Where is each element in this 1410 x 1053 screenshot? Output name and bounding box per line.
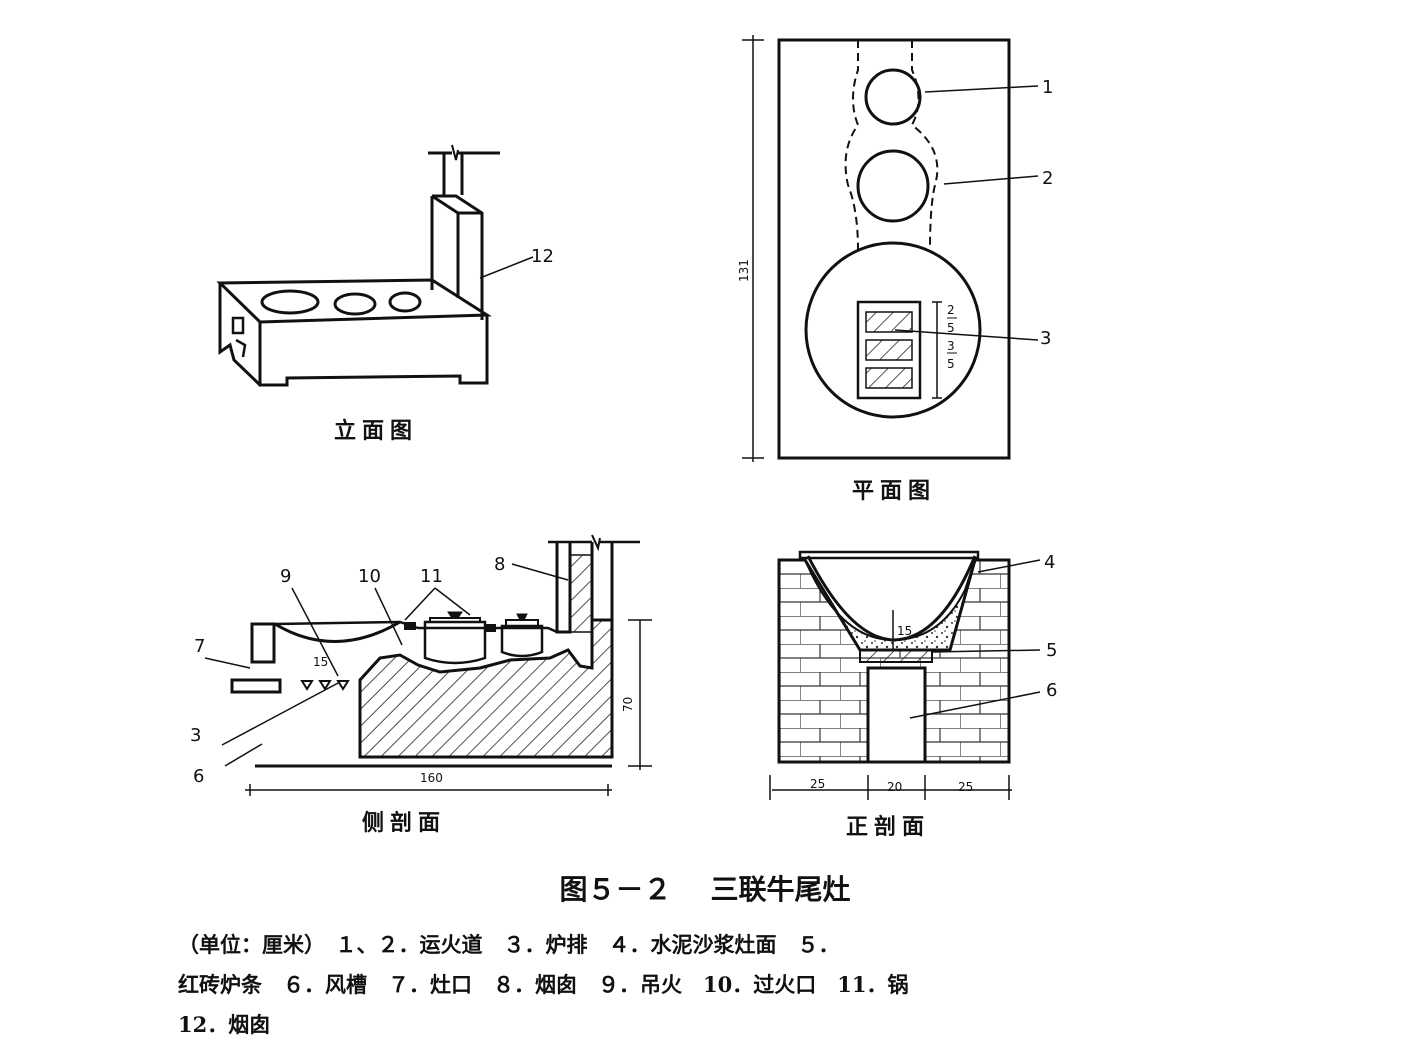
label-2: 2 [1042, 168, 1053, 189]
label-12: 12 [531, 246, 554, 267]
dim-side-length: 160 [420, 771, 443, 785]
dim-front-mid: 20 [887, 780, 902, 794]
figure-number: 图５－２ [559, 873, 672, 906]
dim-side-height: 70 [621, 697, 635, 712]
figure-caption: 图５－２ 三联牛尾灶 [0, 868, 1410, 908]
label-10: 10 [358, 566, 381, 587]
plan-view [742, 35, 1039, 462]
label-7: 7 [194, 636, 205, 657]
notes-line-3: 12．烟囱 [178, 1012, 271, 1037]
side-section-title: 侧剖面 [362, 810, 446, 836]
dim-front-left: 25 [810, 777, 825, 791]
label-6-front: 6 [1046, 680, 1057, 701]
dim-grate-b: 5 [947, 321, 955, 335]
label-3-side: 3 [190, 725, 201, 746]
label-3-plan: 3 [1040, 328, 1051, 349]
label-1: 1 [1042, 77, 1053, 98]
label-8: 8 [494, 554, 505, 575]
label-5: 5 [1046, 640, 1057, 661]
elevation-view [216, 144, 534, 387]
figure-title: 三联牛尾灶 [710, 873, 851, 906]
dim-side-drop: 15 [313, 655, 328, 669]
figure-notes: （单位：厘米） １、２．运火道 ３．炉排 ４．水泥沙浆灶面 ５． 红砖炉条 ６．… [178, 925, 1108, 1045]
label-4: 4 [1044, 552, 1055, 573]
elevation-title: 立面图 [334, 418, 418, 444]
dim-grate-c: 3 [947, 339, 955, 353]
notes-line-1: （单位：厘米） １、２．运火道 ３．炉排 ４．水泥沙浆灶面 ５． [178, 932, 840, 957]
dim-front-right: 25 [958, 780, 973, 794]
label-11: 11 [420, 566, 443, 587]
dim-plan-length: 131 [737, 259, 751, 282]
notes-line-2: 红砖炉条 ６．风槽 ７．灶口 ８．烟囱 ９．吊火 10．过火口 11．锅 [178, 972, 909, 997]
front-section-view [769, 550, 1041, 800]
front-section-title: 正剖面 [846, 814, 930, 840]
label-6-side: 6 [193, 766, 204, 787]
plan-title: 平面图 [852, 478, 936, 504]
dim-grate-d: 5 [947, 357, 955, 371]
side-section-view [204, 534, 652, 796]
dim-front-depth: 15 [897, 624, 912, 638]
label-9: 9 [280, 566, 291, 587]
dim-grate-a: 2 [947, 303, 955, 317]
